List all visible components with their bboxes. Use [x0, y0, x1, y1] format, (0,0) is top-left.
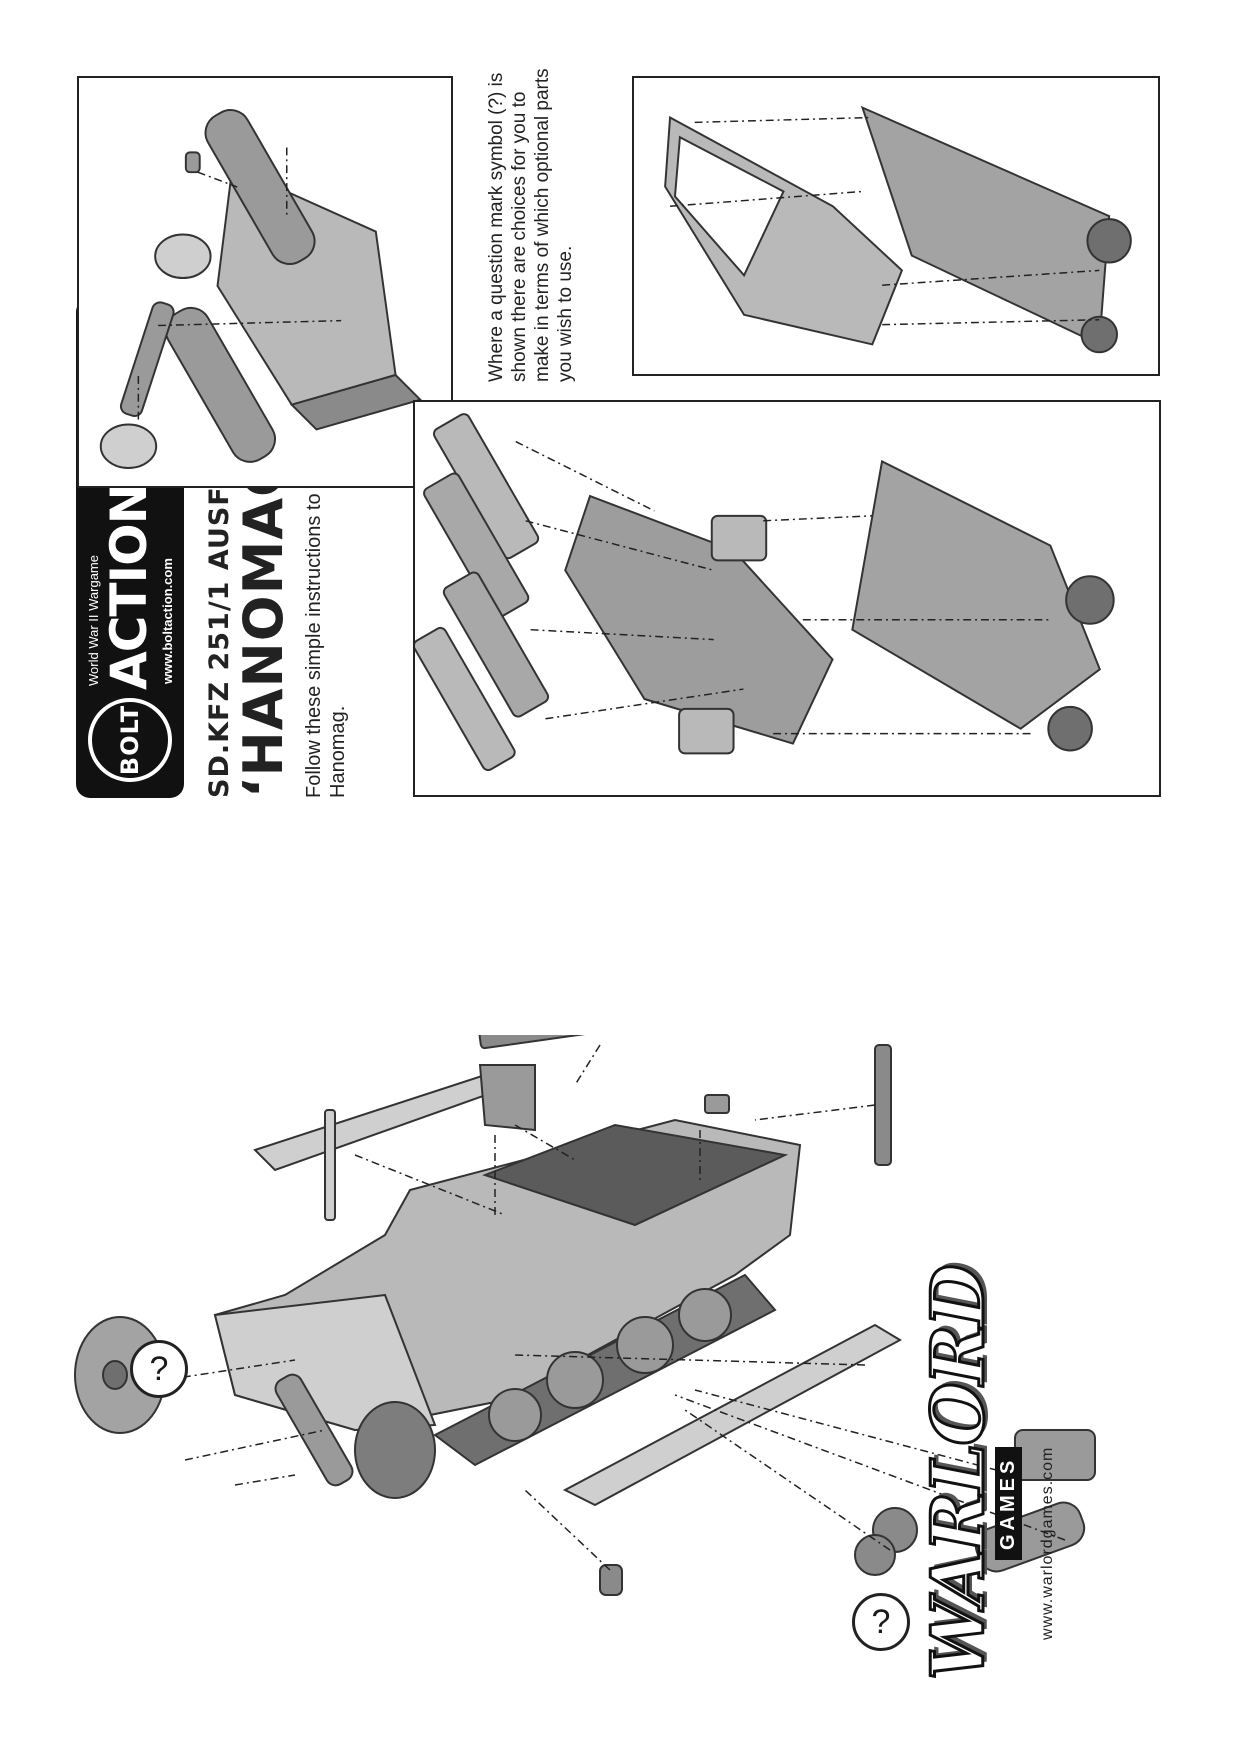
- warlord-games-label: GAMES: [995, 1446, 1022, 1560]
- warlord-games-logo: WARLORD GAMES www.warlordgames.com: [914, 1265, 1145, 1682]
- question-mark-icon: ?: [130, 1340, 188, 1398]
- hanomag-exploded-view: [74, 1016, 1096, 1596]
- warlord-url: www.warlordgames.com: [1039, 1446, 1056, 1640]
- product-designation: SD.KFZ 251/1 AUSF D: [204, 452, 235, 798]
- main-assembly-diagram: ? ?: [55, 1016, 1185, 1675]
- logo-url: www.boltaction.com: [160, 558, 175, 684]
- step-3-frame: [413, 400, 1161, 797]
- logo-wordmark: ACTION: [100, 483, 158, 690]
- step-2-diagram: [664, 105, 1132, 354]
- step-3-diagram: [415, 413, 1115, 772]
- question-mark-icon: ?: [852, 1593, 910, 1651]
- step-1-frame: [77, 76, 453, 488]
- logo-tagline: World War II Wargame: [86, 555, 101, 686]
- bolt-badge-icon: BOLT: [88, 698, 172, 782]
- choice-note: Where a question mark symbol (?) is show…: [485, 52, 595, 382]
- step-1-diagram: [99, 109, 423, 469]
- step-2-frame: [632, 76, 1160, 376]
- choice-note-text: Where a question mark symbol (?) is show…: [486, 68, 576, 382]
- warlord-wordmark: WARLORD: [914, 1265, 1002, 1682]
